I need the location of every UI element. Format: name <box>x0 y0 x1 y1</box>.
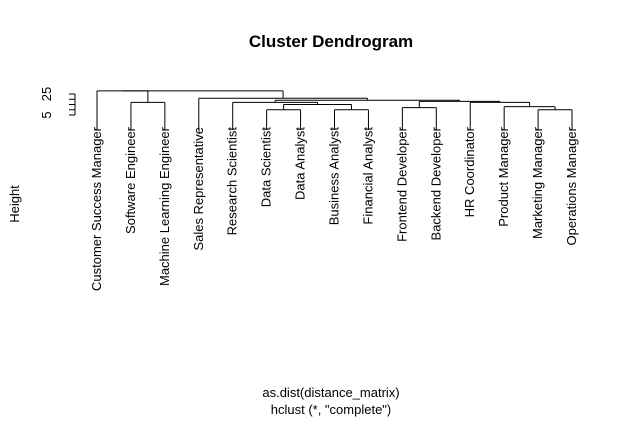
leaf-label: Data Analyst <box>293 127 308 200</box>
leaf-label: Research Scientist <box>225 127 240 236</box>
leaf-label: Data Scientist <box>259 127 274 208</box>
leaf-label: Software Engineer <box>123 126 138 234</box>
merge-c9 <box>232 101 319 130</box>
leaf-label: Marketing Manager <box>530 126 545 239</box>
merge-c12 <box>198 97 368 130</box>
leaf-labels: Customer Success Manager Software Enginee… <box>89 126 579 291</box>
chart-title: Cluster Dendrogram <box>249 32 413 51</box>
leaf-label: Operations Manager <box>564 126 579 245</box>
merge-c14 <box>122 90 284 99</box>
y-axis: 5 25 <box>39 87 76 119</box>
leaf-label: Customer Success Manager <box>89 126 104 291</box>
merge-c13 <box>96 90 149 130</box>
merge-c4 <box>401 107 437 130</box>
leaf-label: Frontend Developer <box>394 126 409 242</box>
merge-c1 <box>266 109 302 130</box>
merge-c8 <box>130 101 166 130</box>
merge-c2 <box>334 109 369 130</box>
leaf-label: Sales Representative <box>191 127 206 251</box>
y-tick-label: 25 <box>39 87 54 101</box>
leaf-label: Business Analyst <box>327 127 342 226</box>
merge-c6 <box>283 104 352 110</box>
leaf-label: HR Coordinator <box>462 126 477 217</box>
x-axis-label: as.dist(distance_matrix) <box>262 385 399 400</box>
leaf-label: Backend Developer <box>428 126 443 240</box>
y-axis-label: Height <box>7 185 22 223</box>
leaf-label: Financial Analyst <box>360 127 375 225</box>
merge-c3 <box>537 109 573 130</box>
leaf-label: Machine Learning Engineer <box>157 126 172 286</box>
leaf-label: Product Manager <box>496 126 511 226</box>
method-sublabel: hclust (*, "complete") <box>271 402 392 417</box>
y-tick-label: 5 <box>39 111 54 118</box>
dendrogram-tree <box>96 90 573 130</box>
